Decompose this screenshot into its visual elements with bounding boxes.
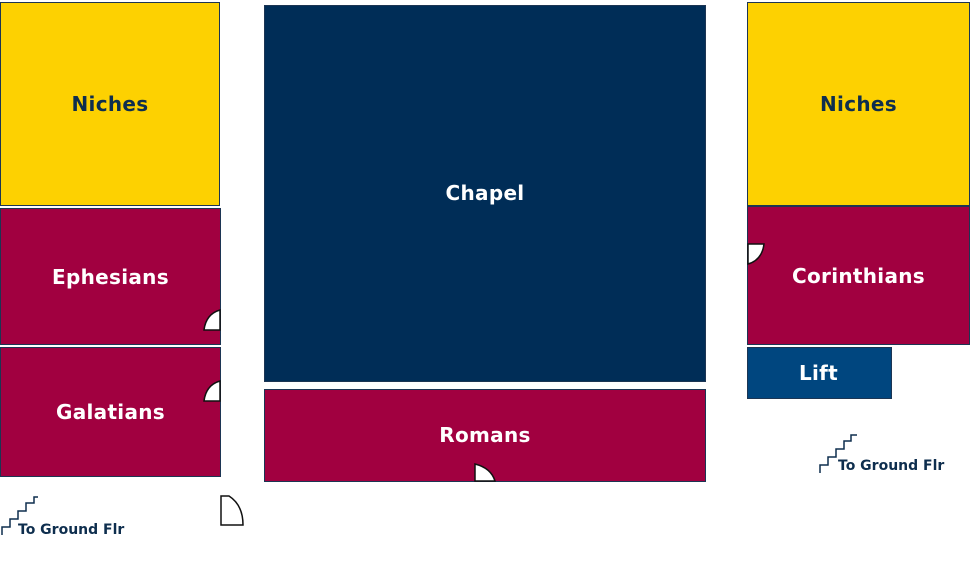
- room-label-niches-left: Niches: [71, 92, 149, 116]
- room-ephesians[interactable]: Ephesians: [0, 208, 221, 345]
- door-romans-icon: [474, 463, 497, 482]
- room-label-corinthians: Corinthians: [792, 263, 925, 288]
- room-niches-right[interactable]: Niches: [747, 2, 970, 206]
- room-romans[interactable]: Romans: [264, 389, 706, 482]
- door-outside-icon: [220, 495, 244, 526]
- door-ephesians-icon: [203, 309, 221, 331]
- room-label-lift: Lift: [798, 361, 839, 385]
- stairs-label-left: To Ground Flr: [18, 522, 125, 538]
- room-chapel[interactable]: Chapel: [264, 5, 706, 382]
- room-niches-left[interactable]: Niches: [0, 2, 220, 206]
- room-label-galatians: Galatians: [55, 400, 166, 424]
- room-corinthians[interactable]: Corinthians: [747, 206, 970, 345]
- room-label-chapel: Chapel: [445, 180, 525, 205]
- stairs-right-icon: [819, 434, 857, 473]
- stairs-left-icon: [1, 496, 38, 535]
- room-lift[interactable]: Lift: [747, 347, 892, 399]
- room-label-romans: Romans: [439, 423, 531, 447]
- room-label-ephesians: Ephesians: [52, 264, 169, 289]
- door-corinthians-icon: [747, 243, 765, 265]
- door-galatians-icon: [203, 380, 221, 402]
- room-galatians[interactable]: Galatians: [0, 347, 221, 477]
- stairs-label-right: To Ground Flr: [838, 458, 945, 474]
- room-label-niches-right: Niches: [820, 92, 897, 116]
